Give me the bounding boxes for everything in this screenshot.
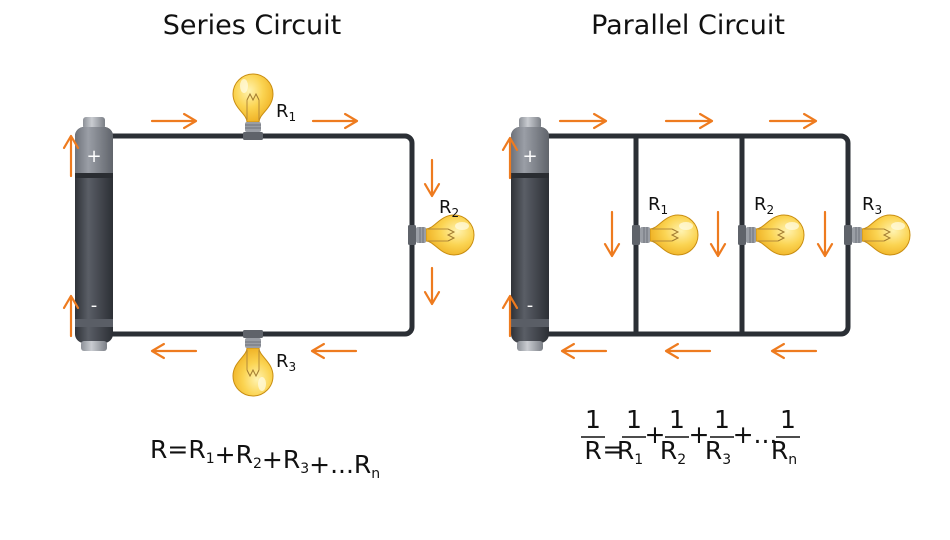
parallel-formula: 1R1R11R21R31Rn=+++... [581, 405, 800, 468]
series-wire-loop [91, 133, 415, 337]
parallel-arrow-branch-3 [816, 210, 834, 258]
series-arrow-bottom-left [150, 342, 198, 360]
series-bulb-r2 [407, 214, 475, 256]
parallel-frac-r1-denominator: R1 [617, 436, 643, 468]
series-arrow-right-lower [423, 266, 441, 306]
parallel-frac-r3-denominator: R3 [705, 436, 731, 468]
series-label-r1: R1 [276, 101, 296, 124]
parallel-label-r1: R1 [648, 194, 668, 217]
parallel-arrow-top-3 [768, 112, 818, 130]
parallel-formula-equals: = [603, 435, 624, 464]
parallel-arrow-top-2 [664, 112, 714, 130]
series-bulb-r1 [232, 73, 274, 141]
parallel-arrow-bottom-2 [664, 342, 712, 360]
series-bulb-r3 [232, 329, 274, 397]
parallel-frac-r3-numerator: 1 [714, 405, 730, 434]
series-label-r2: R2 [439, 197, 459, 220]
parallel-bulb-r2 [737, 214, 805, 256]
series-battery-plus: + [86, 146, 101, 167]
series-title: Series Circuit [163, 10, 342, 41]
parallel-frac-lhs-numerator: 1 [585, 405, 601, 434]
series-arrow-right-upper [423, 158, 441, 198]
parallel-battery-plus: + [522, 146, 537, 167]
series-arrow-top-left [150, 112, 198, 130]
series-label-r3: R3 [276, 351, 296, 374]
parallel-arrow-bottom-3 [770, 342, 818, 360]
parallel-battery-minus: - [527, 295, 534, 316]
parallel-arrow-top-1 [558, 112, 608, 130]
parallel-arrow-branch-2 [709, 210, 727, 258]
series-arrow-top-right [311, 112, 359, 130]
series-battery-minus: - [91, 295, 98, 316]
parallel-formula-plus-1: + [645, 420, 666, 449]
parallel-bulb-r3 [843, 214, 911, 256]
parallel-frac-lhs-denominator: R [584, 436, 601, 465]
parallel-label-r3: R3 [862, 194, 882, 217]
parallel-bulb-r1 [631, 214, 699, 256]
parallel-arrow-branch-1 [603, 210, 621, 258]
parallel-formula-ellipsis: +... [733, 420, 778, 449]
parallel-frac-rn-numerator: 1 [780, 405, 796, 434]
parallel-arrow-left-lower [501, 294, 519, 338]
parallel-frac-r2-numerator: 1 [669, 405, 685, 434]
parallel-formula-plus-2: + [689, 420, 710, 449]
parallel-title: Parallel Circuit [591, 10, 785, 41]
series-arrow-left-lower [62, 294, 80, 338]
parallel-label-r2: R2 [754, 194, 774, 217]
parallel-arrow-left-upper [501, 136, 519, 180]
parallel-frac-r2-denominator: R2 [660, 436, 686, 468]
parallel-arrow-bottom-1 [560, 342, 608, 360]
parallel-frac-r1-numerator: 1 [626, 405, 642, 434]
series-arrow-left-upper [62, 134, 80, 178]
series-formula: R=R1+R2+R3+...Rn [150, 435, 380, 482]
parallel-frac-rn-denominator: Rn [771, 436, 797, 468]
series-arrow-bottom-right [310, 342, 358, 360]
